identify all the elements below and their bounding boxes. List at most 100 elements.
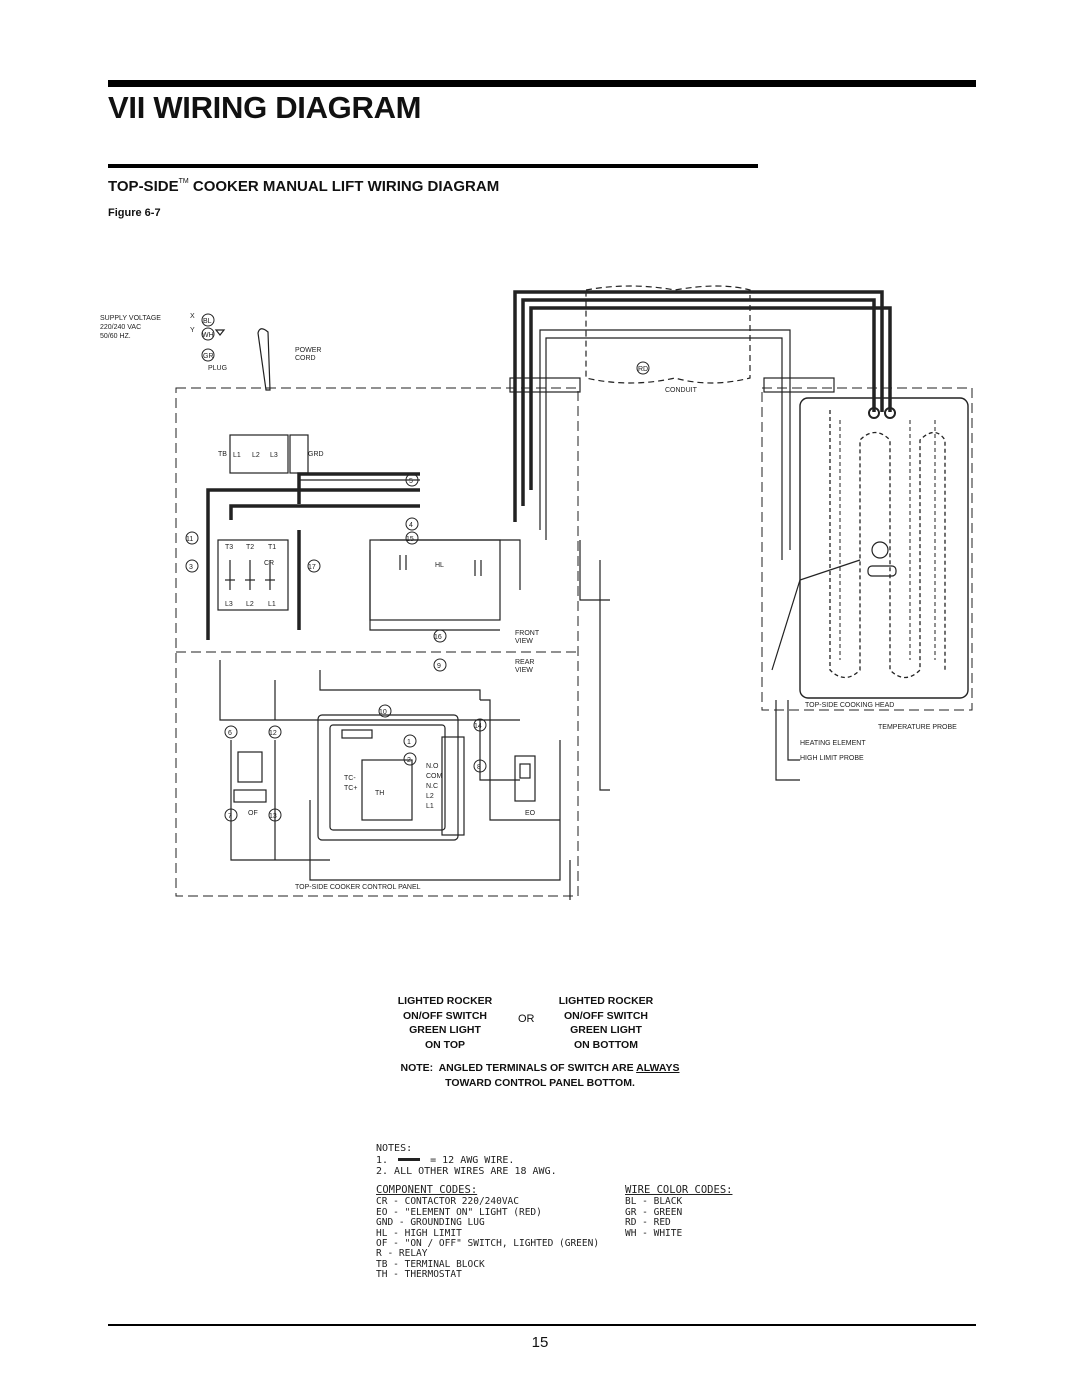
th-term-l2: L2 [426,793,434,800]
switch-note-emphasis: ALWAYS [636,1062,680,1074]
figure-label: Figure 6-7 [108,207,161,219]
ground-lug [289,434,309,474]
wire-tag-rd: RD [638,366,648,373]
wire-number-16: 16 [434,634,442,641]
contactor [217,539,289,611]
diagram-subtitle: TOP-SIDETM COOKER MANUAL LIFT WIRING DIA… [108,178,499,195]
tb-label: TB [218,451,227,458]
conduit-band [585,285,751,384]
wire-tags: BL WH GR RD [201,313,650,375]
wire-tag-gr: GR [203,353,214,360]
top-rule [108,80,976,87]
switch-or: OR [518,1013,535,1025]
switch-right-line-1: LIGHTED ROCKER [558,995,654,1007]
tc-plus: TC+ [344,785,357,792]
element-on-light [514,755,536,802]
cr-bottom-l3: L3 [225,601,233,608]
wire-number-5: 5 [409,478,413,485]
note-2: 2. ALL OTHER WIRES ARE 18 AWG. [376,1166,557,1177]
component-tb: TB - TERMINAL BLOCK [376,1258,485,1270]
control-panel-label: TOP-SIDE COOKER CONTROL PANEL [295,884,421,891]
th-label: TH [375,790,384,797]
wire-number-14: 14 [474,723,482,730]
section-title: VII WIRING DIAGRAM [108,90,422,125]
note-1: 1. = 12 AWG WIRE. [376,1155,756,1167]
cr-bottom-l1: L1 [268,601,276,608]
switch-option-right: LIGHTED ROCKER ON/OFF SWITCH GREEN LIGHT… [541,994,671,1052]
grd-label: GRD [308,451,324,458]
bottom-rule [108,1324,976,1326]
cr-bottom-l2: L2 [246,601,254,608]
th-term-nc: N.C [426,783,438,790]
th-term-no: N.O [426,763,439,770]
tb-term-l1: L1 [233,452,241,459]
cooking-head-outline [761,387,973,711]
component-th: TH - THERMOSTAT [376,1269,462,1281]
wire-numbers: 1 2 3 4 5 6 7 8 9 10 11 12 13 14 15 16 1… [185,473,487,822]
wire-number-11: 11 [186,536,193,543]
high-limit [369,539,501,621]
switch-right-line-4: ON BOTTOM [574,1038,638,1051]
note-1-prefix: 1. [376,1154,389,1166]
component-cr: CR - CONTACTOR 220/240VAC [376,1196,519,1208]
component-of: OF - "ON / OFF" SWITCH, LIGHTED (GREEN) [376,1238,600,1250]
legend: NOTES: 1. = 12 AWG WIRE. 2. ALL OTHER WI… [376,1143,756,1178]
wire-number-9: 9 [437,663,441,670]
cr-top-t1: T1 [268,544,276,551]
wire-code-wh: WH - WHITE [625,1227,683,1239]
switch-left-line-2: ON/OFF SWITCH [403,1009,487,1022]
terminal-block [229,434,289,474]
wire-number-12: 12 [269,730,277,737]
switch-note-line-2: TOWARD CONTROL PANEL BOTTOM. [445,1076,635,1089]
wire-number-3: 3 [189,564,193,571]
wire-tag-bl: BL [203,318,212,325]
rear-view-line-1: REAR [515,659,534,666]
subtitle-rule [108,164,758,168]
switch-option-left: LIGHTED ROCKER ON/OFF SWITCH GREEN LIGHT… [380,994,510,1052]
wire-code-bl: BL - BLACK [625,1196,683,1208]
wire-codes-title: WIRE COLOR CODES: [625,1184,733,1196]
tb-term-l2: L2 [252,452,260,459]
thermostat-inner [329,724,446,831]
wire-code-rd: RD - RED [625,1217,671,1229]
heating-element-label: HEATING ELEMENT [800,740,866,747]
subtitle-brand: TOP-SIDE [108,178,179,195]
th-term-l1: L1 [426,803,434,810]
wire-number-17: 17 [308,564,316,571]
switch-note-prefix: NOTE: ANGLED TERMINALS OF SWITCH ARE [400,1062,637,1074]
switch-left-line-3: GREEN LIGHT [409,1024,481,1036]
temperature-probe-label: TEMPERATURE PROBE [878,724,957,731]
cooking-head-plate [799,397,969,699]
wire-color-codes: WIRE COLOR CODES: BL - BLACK GR - GREEN … [625,1185,755,1239]
component-r: R - RELAY [376,1248,428,1260]
tc-minus: TC- [344,775,356,782]
supply-term-y: Y [190,327,195,334]
conduit-label: CONDUIT [665,387,698,394]
front-view-line-1: FRONT [515,630,540,637]
component-codes: COMPONENT CODES: CR - CONTACTOR 220/240V… [376,1185,616,1281]
wire-number-2: 2 [407,757,411,764]
wire-code-gr: GR - GREEN [625,1206,683,1218]
component-eo: EO - "ELEMENT ON" LIGHT (RED) [376,1206,542,1218]
trademark-mark: TM [178,178,189,185]
wire-number-1: 1 [407,739,411,746]
supply-term-x: X [190,313,195,320]
plug-label: PLUG [208,365,227,372]
cr-top-t2: T2 [246,544,254,551]
notes-title: NOTES: [376,1143,413,1154]
supply-line-3: 50/60 HZ. [100,333,131,340]
wire-number-10: 10 [379,709,387,716]
cr-label: CR [264,560,274,567]
power-cord [257,328,271,391]
front-view-line-2: VIEW [515,638,533,645]
hl-label: HL [435,562,444,569]
control-panel-outline [175,387,579,897]
rear-view-line-2: VIEW [515,667,533,674]
supply-line-2: 220/240 VAC [100,324,141,331]
on-off-switch [237,751,263,783]
switch-right-line-3: GREEN LIGHT [570,1024,642,1036]
wire-number-6: 6 [228,730,232,737]
tb-term-l3: L3 [270,452,278,459]
page-number: 15 [531,1334,549,1351]
cooking-head-label: TOP-SIDE COOKING HEAD [805,702,894,709]
